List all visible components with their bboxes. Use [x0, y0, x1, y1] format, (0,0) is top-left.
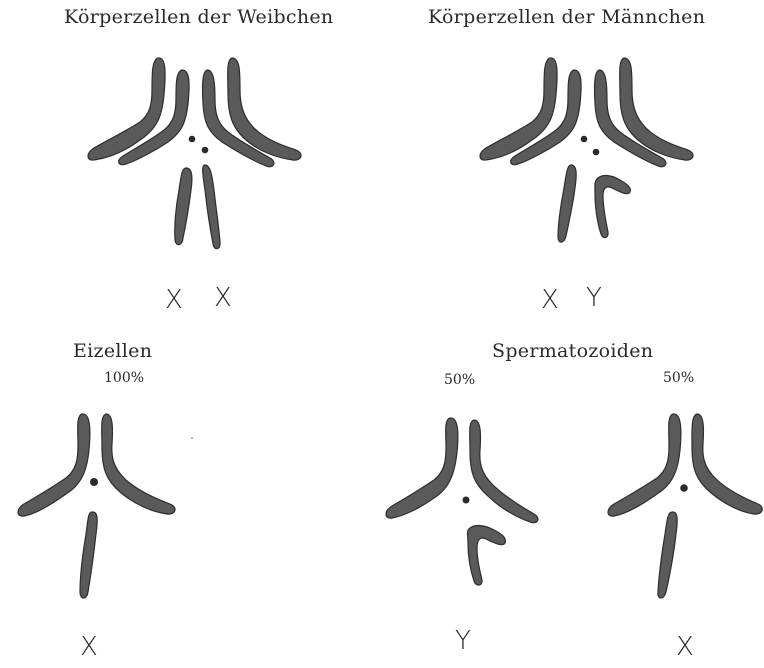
autosome-right: [692, 414, 762, 514]
autosome-left: [386, 418, 458, 518]
centriole-dot: [463, 497, 470, 504]
x-chromosome: [558, 165, 576, 242]
male-somatic-chromosomes: [480, 58, 693, 242]
female-somatic-chromosomes: [88, 58, 301, 249]
centriole-dot: [90, 478, 98, 486]
sperm-y-chromosomes: [386, 418, 538, 585]
autosome-right: [470, 420, 538, 523]
x-chromosome-left: [175, 168, 192, 245]
x-chromosome: [80, 512, 97, 598]
autosome-left: [608, 414, 681, 516]
print-speck: [191, 437, 193, 439]
y-chromosome: [595, 176, 631, 238]
y-chromosome: [468, 526, 506, 585]
sperm-x-chromosomes: [608, 414, 762, 598]
x-chromosome-right: [203, 165, 220, 249]
centriole-dot: [680, 484, 688, 492]
centriole-dot: [202, 147, 209, 154]
centriole-dot: [593, 149, 600, 156]
autosome-left: [18, 414, 90, 516]
centriole-dot: [581, 136, 588, 143]
autosome-right: [102, 414, 175, 514]
centriole-dot: [189, 136, 196, 143]
x-chromosome: [658, 512, 677, 598]
egg-cell-chromosomes: [18, 414, 175, 598]
